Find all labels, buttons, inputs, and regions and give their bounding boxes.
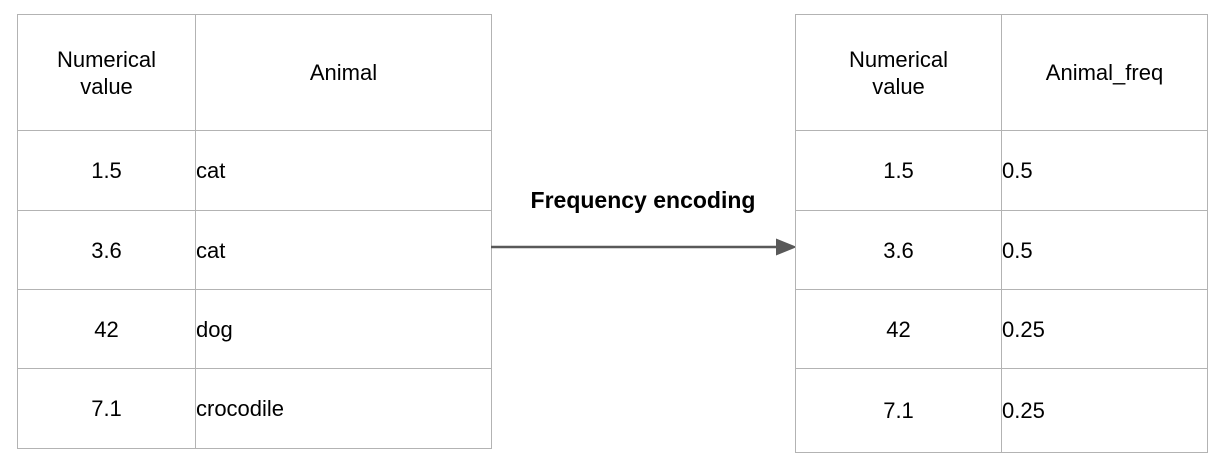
table-row: 7.1 0.25 (795, 368, 1208, 453)
table-row: 1.5 cat (17, 130, 492, 211)
input-cell-value: 7.1 (17, 368, 196, 449)
output-cell-value: 1.5 (795, 130, 1002, 211)
input-cell-animal: crocodile (195, 368, 492, 449)
input-cell-value: 1.5 (17, 130, 196, 211)
table-row: 42 0.25 (795, 289, 1208, 369)
input-cell-animal: dog (195, 289, 492, 369)
input-table: Numerical value Animal 1.5 cat 3.6 cat 4… (17, 14, 492, 449)
output-cell-freq: 0.25 (1001, 289, 1208, 369)
table-row: 3.6 0.5 (795, 210, 1208, 290)
transformation-arrow-group: Frequency encoding (488, 186, 800, 266)
input-header-animal-label: Animal (309, 60, 378, 85)
input-table-header-row: Numerical value Animal (17, 14, 492, 131)
table-row: 7.1 crocodile (17, 368, 492, 449)
output-cell-value: 3.6 (795, 210, 1002, 290)
output-cell-freq: 0.5 (1001, 210, 1208, 290)
output-header-animal-freq: Animal_freq (1001, 14, 1208, 131)
output-cell-value: 42 (795, 289, 1002, 369)
output-table-header-row: Numerical value Animal_freq (795, 14, 1208, 131)
input-cell-value: 3.6 (17, 210, 196, 290)
output-cell-value: 7.1 (795, 368, 1002, 453)
right-arrow-icon (491, 238, 797, 256)
arrow-label: Frequency encoding (530, 187, 756, 213)
input-cell-animal: cat (195, 210, 492, 290)
input-header-animal: Animal (195, 14, 492, 131)
table-row: 3.6 cat (17, 210, 492, 290)
input-header-numerical-value-label: Numerical value (56, 46, 157, 99)
output-header-numerical-value-label: Numerical value (848, 46, 949, 99)
output-cell-freq: 0.25 (1001, 368, 1208, 453)
output-header-numerical-value: Numerical value (795, 14, 1002, 131)
output-header-animal-freq-label: Animal_freq (1045, 60, 1164, 85)
input-cell-value: 42 (17, 289, 196, 369)
input-cell-animal: cat (195, 130, 492, 211)
input-header-numerical-value: Numerical value (17, 14, 196, 131)
table-row: 1.5 0.5 (795, 130, 1208, 211)
output-cell-freq: 0.5 (1001, 130, 1208, 211)
table-row: 42 dog (17, 289, 492, 369)
output-table: Numerical value Animal_freq 1.5 0.5 3.6 … (795, 14, 1208, 453)
